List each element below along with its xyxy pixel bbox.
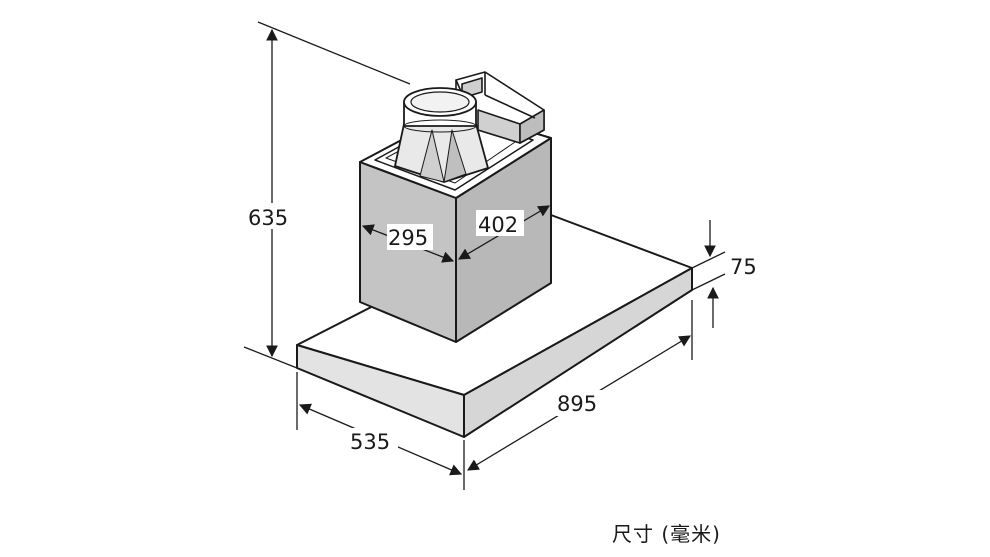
dimension-labels: 635 295 402 75 895 535 [246,203,757,454]
label-canopy-thickness-75: 75 [730,255,757,279]
extension-line-75-bottom [691,273,726,291]
unit-note: 尺寸 (毫米) [612,522,721,546]
label-chimney-width-402: 402 [478,213,518,237]
extension-line-75-top [691,251,726,269]
label-chimney-depth-295: 295 [388,226,428,250]
collar-ring-inner [410,91,470,113]
label-canopy-depth-535: 535 [350,430,390,454]
label-canopy-width-895: 895 [557,392,597,416]
extension-line-bottom [243,346,298,369]
exhaust-collar [394,87,489,183]
extension-line-top [257,21,411,85]
label-height-635: 635 [248,206,288,230]
